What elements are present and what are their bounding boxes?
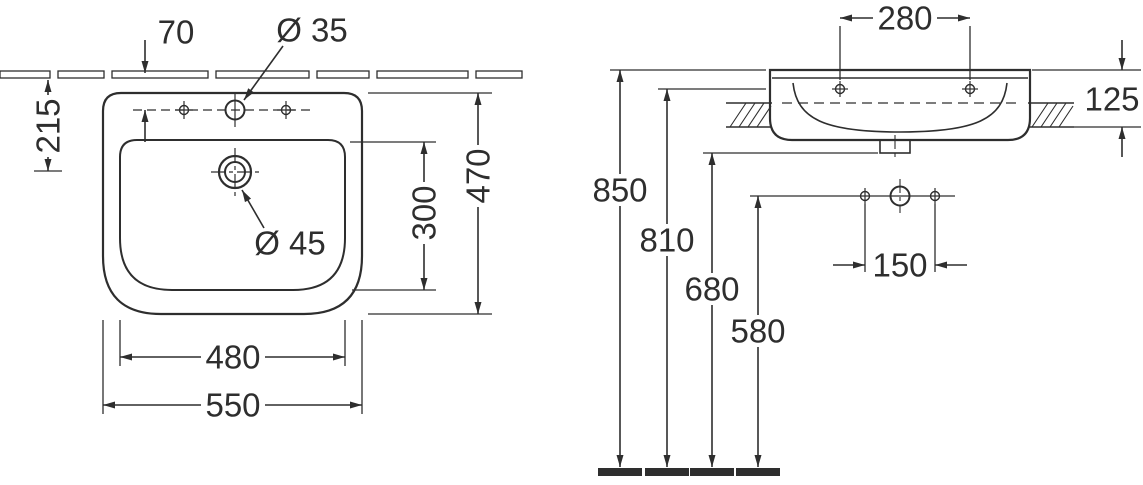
dim-bowl-depth: 300 [350,141,443,291]
dim-wall-to-drain: 215 [30,80,67,172]
dim-drain-diameter: Ø 45 [241,189,326,262]
dim-tap-hole-offset-label: 70 [158,14,195,51]
dim-underside-height-label: 810 [639,222,694,259]
dim-drain-diameter-label: Ø 45 [254,225,326,262]
wall-hatch-left [726,102,772,128]
wall-hatch-right [1028,102,1074,128]
dim-bowl-width: 480 [119,320,346,376]
dim-overall-width: 550 [102,320,363,424]
dim-fixing-hole-spacing-label: 150 [872,247,927,284]
dim-overall-width-label: 550 [205,387,260,424]
tap-holes-front [832,81,978,97]
basin-inner-outline [119,139,346,291]
dim-outlet-height: 680 [681,152,878,467]
dim-basin-height: 125 [1032,40,1141,157]
dim-rear-hole-spacing: 280 [839,0,971,80]
dim-wall-to-drain-label: 215 [30,98,67,153]
basin-front-outline [768,68,1032,142]
dim-basin-height-label: 125 [1084,81,1139,118]
dim-overall-depth-label: 470 [460,148,497,203]
dim-fixing-height-label: 580 [730,313,785,350]
dim-rim-height-label: 850 [592,172,647,209]
dim-bowl-depth-label: 300 [406,185,443,240]
dim-fixing-hole-spacing: 150 [833,204,967,284]
tap-hole-center [224,99,246,121]
plan-view: 70 Ø 35 215 470 [0,12,523,424]
dim-rear-hole-spacing-label: 280 [877,0,932,37]
dim-tap-hole-diameter-label: Ø 35 [276,12,348,49]
dim-tap-hole-offset: 70 [141,14,195,142]
floor-symbols [598,468,780,476]
drain-plan [211,148,259,196]
dim-fixing-height: 580 [727,195,955,467]
dim-underside-height: 810 [636,88,766,467]
elevation-view: 280 125 850 810 680 [589,0,1141,476]
dim-tap-hole-diameter: Ø 35 [243,12,348,101]
dim-bowl-width-label: 480 [205,339,260,376]
drain-outlet-front [879,135,911,160]
dim-outlet-height-label: 680 [684,271,739,308]
tap-holes-plan [133,93,312,127]
wall-tile-band [0,70,523,79]
dim-overall-depth: 470 [368,92,497,315]
dim-rim-height: 850 [589,69,766,467]
basin-outer-outline [101,91,364,316]
